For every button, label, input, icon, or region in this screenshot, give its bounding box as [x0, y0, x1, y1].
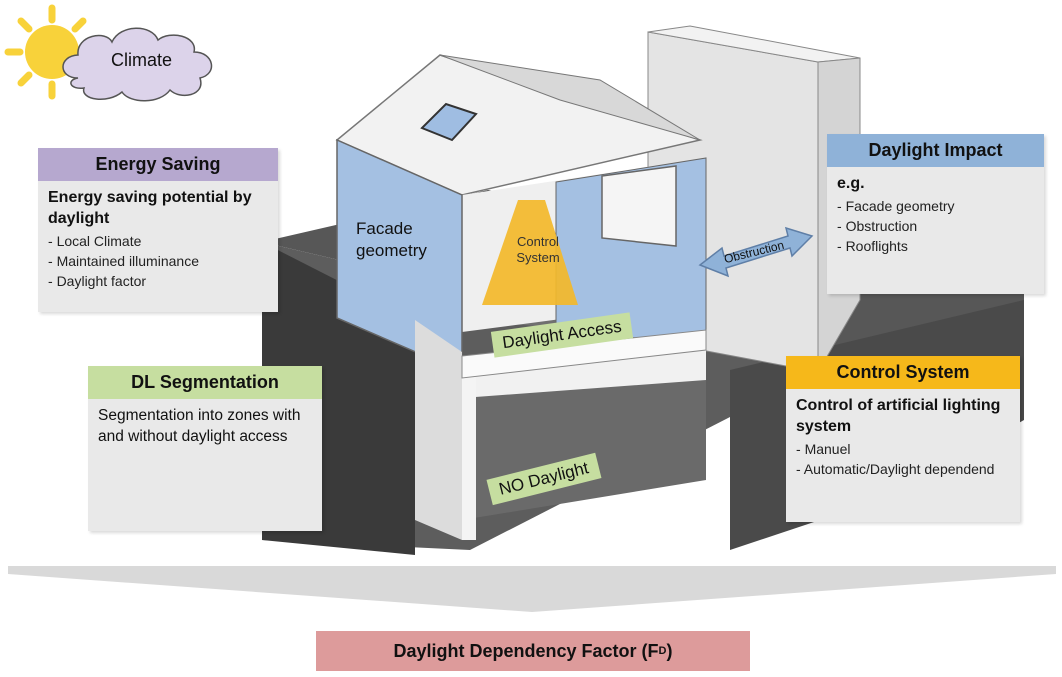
facade-label-line-2: geometry: [356, 241, 427, 260]
list-item: Maintained illuminance: [48, 251, 268, 271]
control-system-lead: Control of artificial lighting system: [796, 397, 1001, 435]
control-system-title: Control System: [786, 356, 1020, 389]
roof-right: [439, 54, 701, 141]
list-item: Obstruction: [837, 216, 1034, 236]
list-item: Automatic/Daylight dependend: [796, 459, 1010, 479]
climate-label: Climate: [111, 50, 173, 70]
dl-segmentation-title: DL Segmentation: [88, 366, 322, 399]
control-system-list: Manuel Automatic/Daylight dependend: [796, 439, 1010, 479]
cloud-icon: [62, 27, 213, 102]
window-icon: [601, 165, 677, 247]
footer-close: ): [666, 640, 673, 661]
facade-label-line-1: Facade: [356, 219, 413, 238]
lower-back-wall: [462, 350, 706, 398]
lower-outer-wall: [415, 320, 462, 540]
energy-saving-title: Energy Saving: [38, 148, 278, 181]
list-item: Facade geometry: [837, 196, 1034, 216]
list-item: Rooflights: [837, 236, 1034, 256]
chevron-down-icon: [8, 566, 1056, 612]
dl-segmentation-panel: DL Segmentation Segmentation into zones …: [88, 366, 322, 531]
daylight-impact-lead: e.g.: [837, 175, 865, 192]
list-item: Daylight factor: [48, 271, 268, 291]
energy-saving-lead: Energy saving potential by daylight: [48, 189, 252, 227]
control-system-panel: Control System Control of artificial lig…: [786, 356, 1020, 522]
footer-subscript: D: [658, 645, 667, 657]
obstruction-arrow-icon: [698, 226, 814, 278]
control-label-line-2: System: [516, 250, 560, 265]
dl-segmentation-lead: Segmentation into zones with and without…: [98, 407, 301, 445]
daylight-impact-panel: Daylight Impact e.g. Facade geometry Obs…: [827, 134, 1044, 294]
daylight-impact-list: Facade geometry Obstruction Rooflights: [837, 196, 1034, 256]
rooflight-icon: [420, 102, 478, 142]
daylight-impact-title: Daylight Impact: [827, 134, 1044, 167]
list-item: Manuel: [796, 439, 1010, 459]
energy-saving-panel: Energy Saving Energy saving potential by…: [38, 148, 278, 312]
list-item: Local Climate: [48, 231, 268, 251]
facade-geometry-label: Facade geometry: [356, 218, 427, 262]
footer-label: Daylight Dependency Factor (F: [393, 640, 659, 661]
energy-saving-list: Local Climate Maintained illuminance Day…: [48, 231, 268, 291]
lower-left-wall: [462, 375, 476, 540]
light-cone: [482, 200, 578, 305]
control-label-line-1: Control: [517, 234, 559, 249]
control-system-label: Control System: [496, 234, 580, 266]
